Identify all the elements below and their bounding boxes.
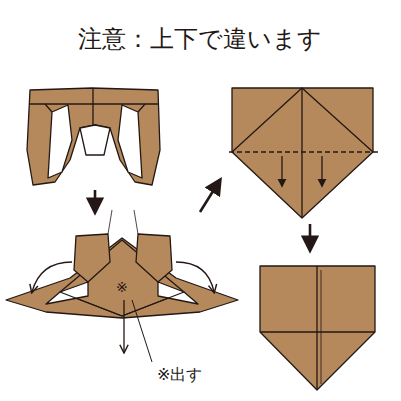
reference-mark: ※ [115, 280, 129, 295]
diagram-title: 注意：上下で違います [78, 26, 322, 52]
step-two-figure [6, 210, 238, 318]
step-four-figure [260, 266, 375, 390]
note-label: ※出す [156, 366, 203, 384]
step-three-figure [229, 88, 380, 218]
step-one-figure [27, 88, 160, 185]
step-arrows [95, 180, 310, 250]
fold-arrows [32, 262, 214, 362]
